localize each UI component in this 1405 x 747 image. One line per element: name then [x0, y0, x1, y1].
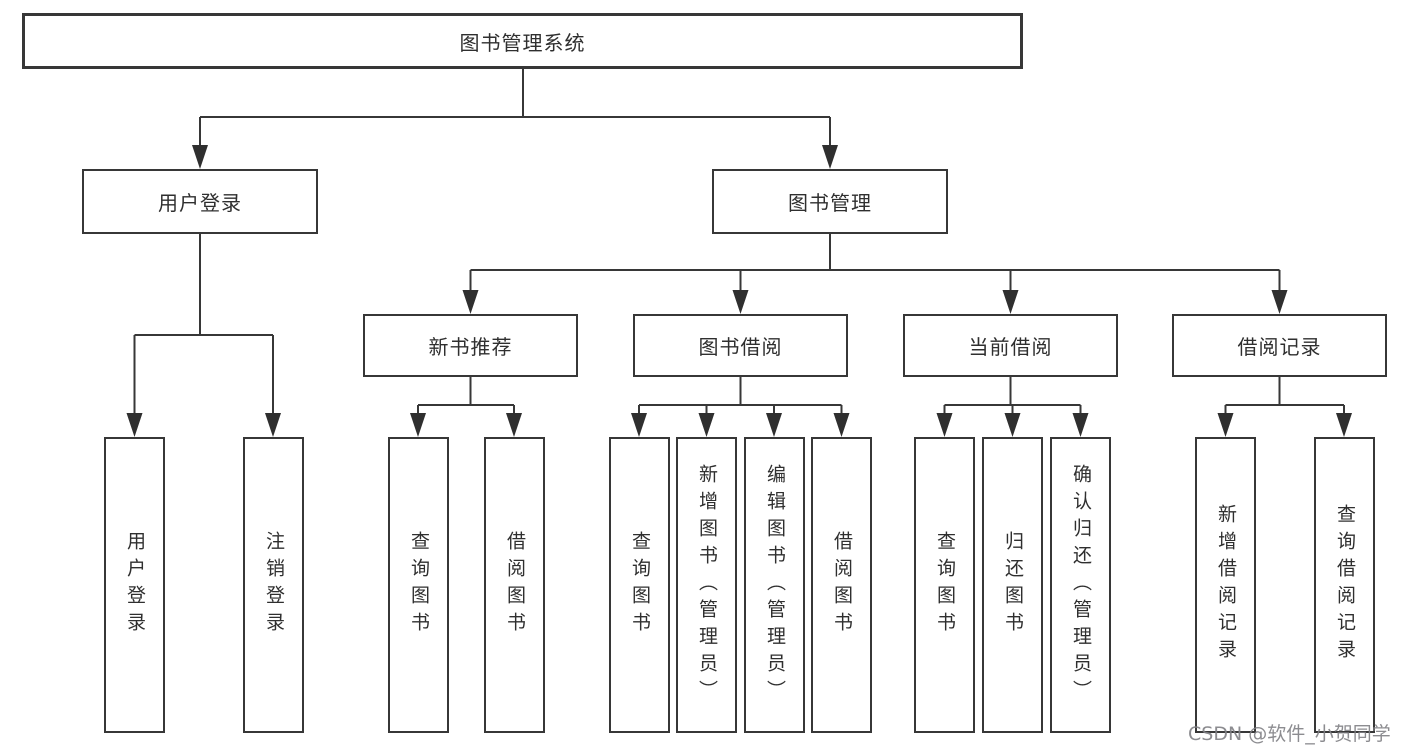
leaf-logout: 注销登录	[243, 437, 304, 733]
leaf-add-book-admin: 新增图书（管理员）	[676, 437, 737, 733]
node-book-borrow: 图书借阅	[633, 314, 848, 377]
leaf-label: 新增图书（管理员）	[696, 463, 718, 707]
leaf-label: 借阅图书	[504, 531, 526, 639]
leaf-label: 查询图书	[934, 531, 956, 639]
leaf-label: 新增借阅记录	[1215, 504, 1237, 666]
node-label: 图书管理系统	[459, 30, 586, 55]
node-label: 图书借阅	[698, 335, 783, 359]
node-book-management: 图书管理	[712, 169, 948, 234]
leaf-label: 借阅图书	[831, 531, 853, 639]
leaf-add-borrow-record: 新增借阅记录	[1195, 437, 1256, 733]
arrowheads	[126, 145, 1352, 437]
leaf-query-books-current: 查询图书	[914, 437, 975, 733]
leaf-edit-book-admin: 编辑图书（管理员）	[744, 437, 805, 733]
leaf-query-borrow-record: 查询借阅记录	[1314, 437, 1375, 733]
node-borrow-records: 借阅记录	[1172, 314, 1387, 377]
leaf-label: 查询图书	[629, 531, 651, 639]
node-label: 当前借阅	[968, 335, 1053, 359]
node-library-management-system: 图书管理系统	[22, 13, 1023, 69]
leaf-label: 归还图书	[1002, 531, 1024, 639]
leaf-label: 用户登录	[124, 531, 146, 639]
node-label: 借阅记录	[1237, 335, 1322, 359]
leaf-label: 查询图书	[408, 531, 430, 639]
leaf-user-login: 用户登录	[104, 437, 165, 733]
node-label: 新书推荐	[428, 335, 513, 359]
leaf-query-books-borrow: 查询图书	[609, 437, 670, 733]
node-label: 用户登录	[158, 191, 242, 215]
node-label: 图书管理	[788, 191, 872, 215]
leaf-borrow-books: 借阅图书	[811, 437, 872, 733]
node-current-borrow: 当前借阅	[903, 314, 1118, 377]
leaf-label: 确认归还（管理员）	[1070, 463, 1092, 707]
node-new-book-recommend: 新书推荐	[363, 314, 578, 377]
leaf-query-books-recommend: 查询图书	[388, 437, 449, 733]
watermark: CSDN @软件_小贺同学	[1188, 723, 1391, 745]
node-user-login: 用户登录	[82, 169, 318, 234]
leaf-label: 注销登录	[263, 531, 285, 639]
leaf-confirm-return-admin: 确认归还（管理员）	[1050, 437, 1111, 733]
leaf-borrow-books-recommend: 借阅图书	[484, 437, 545, 733]
leaf-return-book: 归还图书	[982, 437, 1043, 733]
leaf-label: 编辑图书（管理员）	[764, 463, 786, 707]
leaf-label: 查询借阅记录	[1334, 504, 1356, 666]
